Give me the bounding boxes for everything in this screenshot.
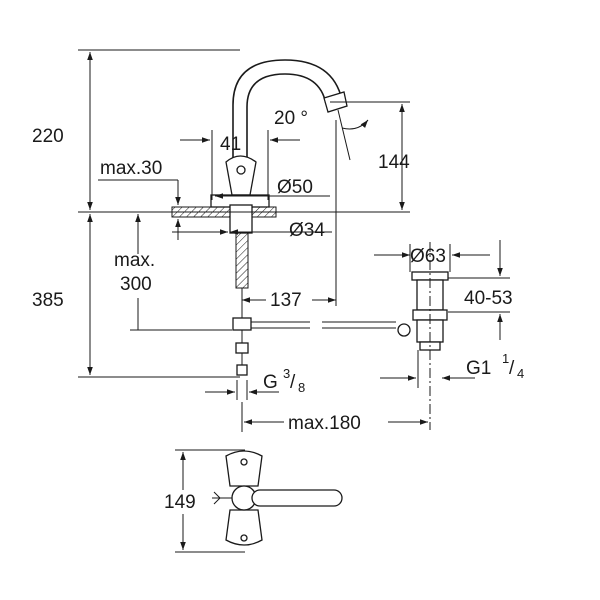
dim-d63: Ø63 [410, 246, 446, 267]
spout-inner [246, 73, 327, 200]
top-handle-front [225, 509, 263, 546]
top-rod-arrow-icon [213, 491, 221, 505]
popup-waste [397, 242, 449, 430]
dim-220: 220 [32, 126, 64, 147]
dim-g114-num: 1 [502, 351, 509, 366]
dim-angle: 20 ° [274, 108, 308, 129]
svg-text:/: / [509, 358, 515, 379]
svg-text:/: / [290, 372, 296, 393]
top-view [212, 450, 343, 546]
dim-g38-num: 3 [283, 366, 290, 381]
valve-stem [235, 342, 249, 354]
dim-g114-base: G1 [466, 358, 491, 379]
pivot-icon [397, 323, 411, 337]
handle-lever [225, 155, 257, 196]
mounting-nut [229, 204, 253, 234]
dim-d34: Ø34 [289, 220, 325, 241]
dim-max300-b: 300 [120, 274, 152, 295]
dim-g38-base: G [263, 372, 278, 393]
dim-max300-a: max. [114, 250, 155, 271]
dim-g114-den: 4 [517, 366, 524, 381]
top-handle-rear [225, 450, 263, 487]
supply-hose [235, 232, 249, 289]
spout-outer [232, 59, 343, 200]
dimension-lines [78, 49, 510, 553]
dim-max180: max.180 [288, 413, 361, 434]
dim-40-53: 40-53 [464, 288, 513, 309]
dim-max30: max.30 [100, 158, 162, 179]
dim-385: 385 [32, 290, 64, 311]
dim-149: 149 [164, 492, 196, 513]
connector [236, 364, 248, 376]
dim-137: 137 [270, 290, 302, 311]
dim-144: 144 [378, 152, 410, 173]
dim-g38-den: 8 [298, 380, 305, 395]
top-spout [251, 489, 343, 507]
dim-d50: Ø50 [277, 177, 313, 198]
handle-cap-icon [236, 165, 246, 175]
dim-41: 41 [220, 134, 241, 155]
valve-block [232, 317, 252, 331]
